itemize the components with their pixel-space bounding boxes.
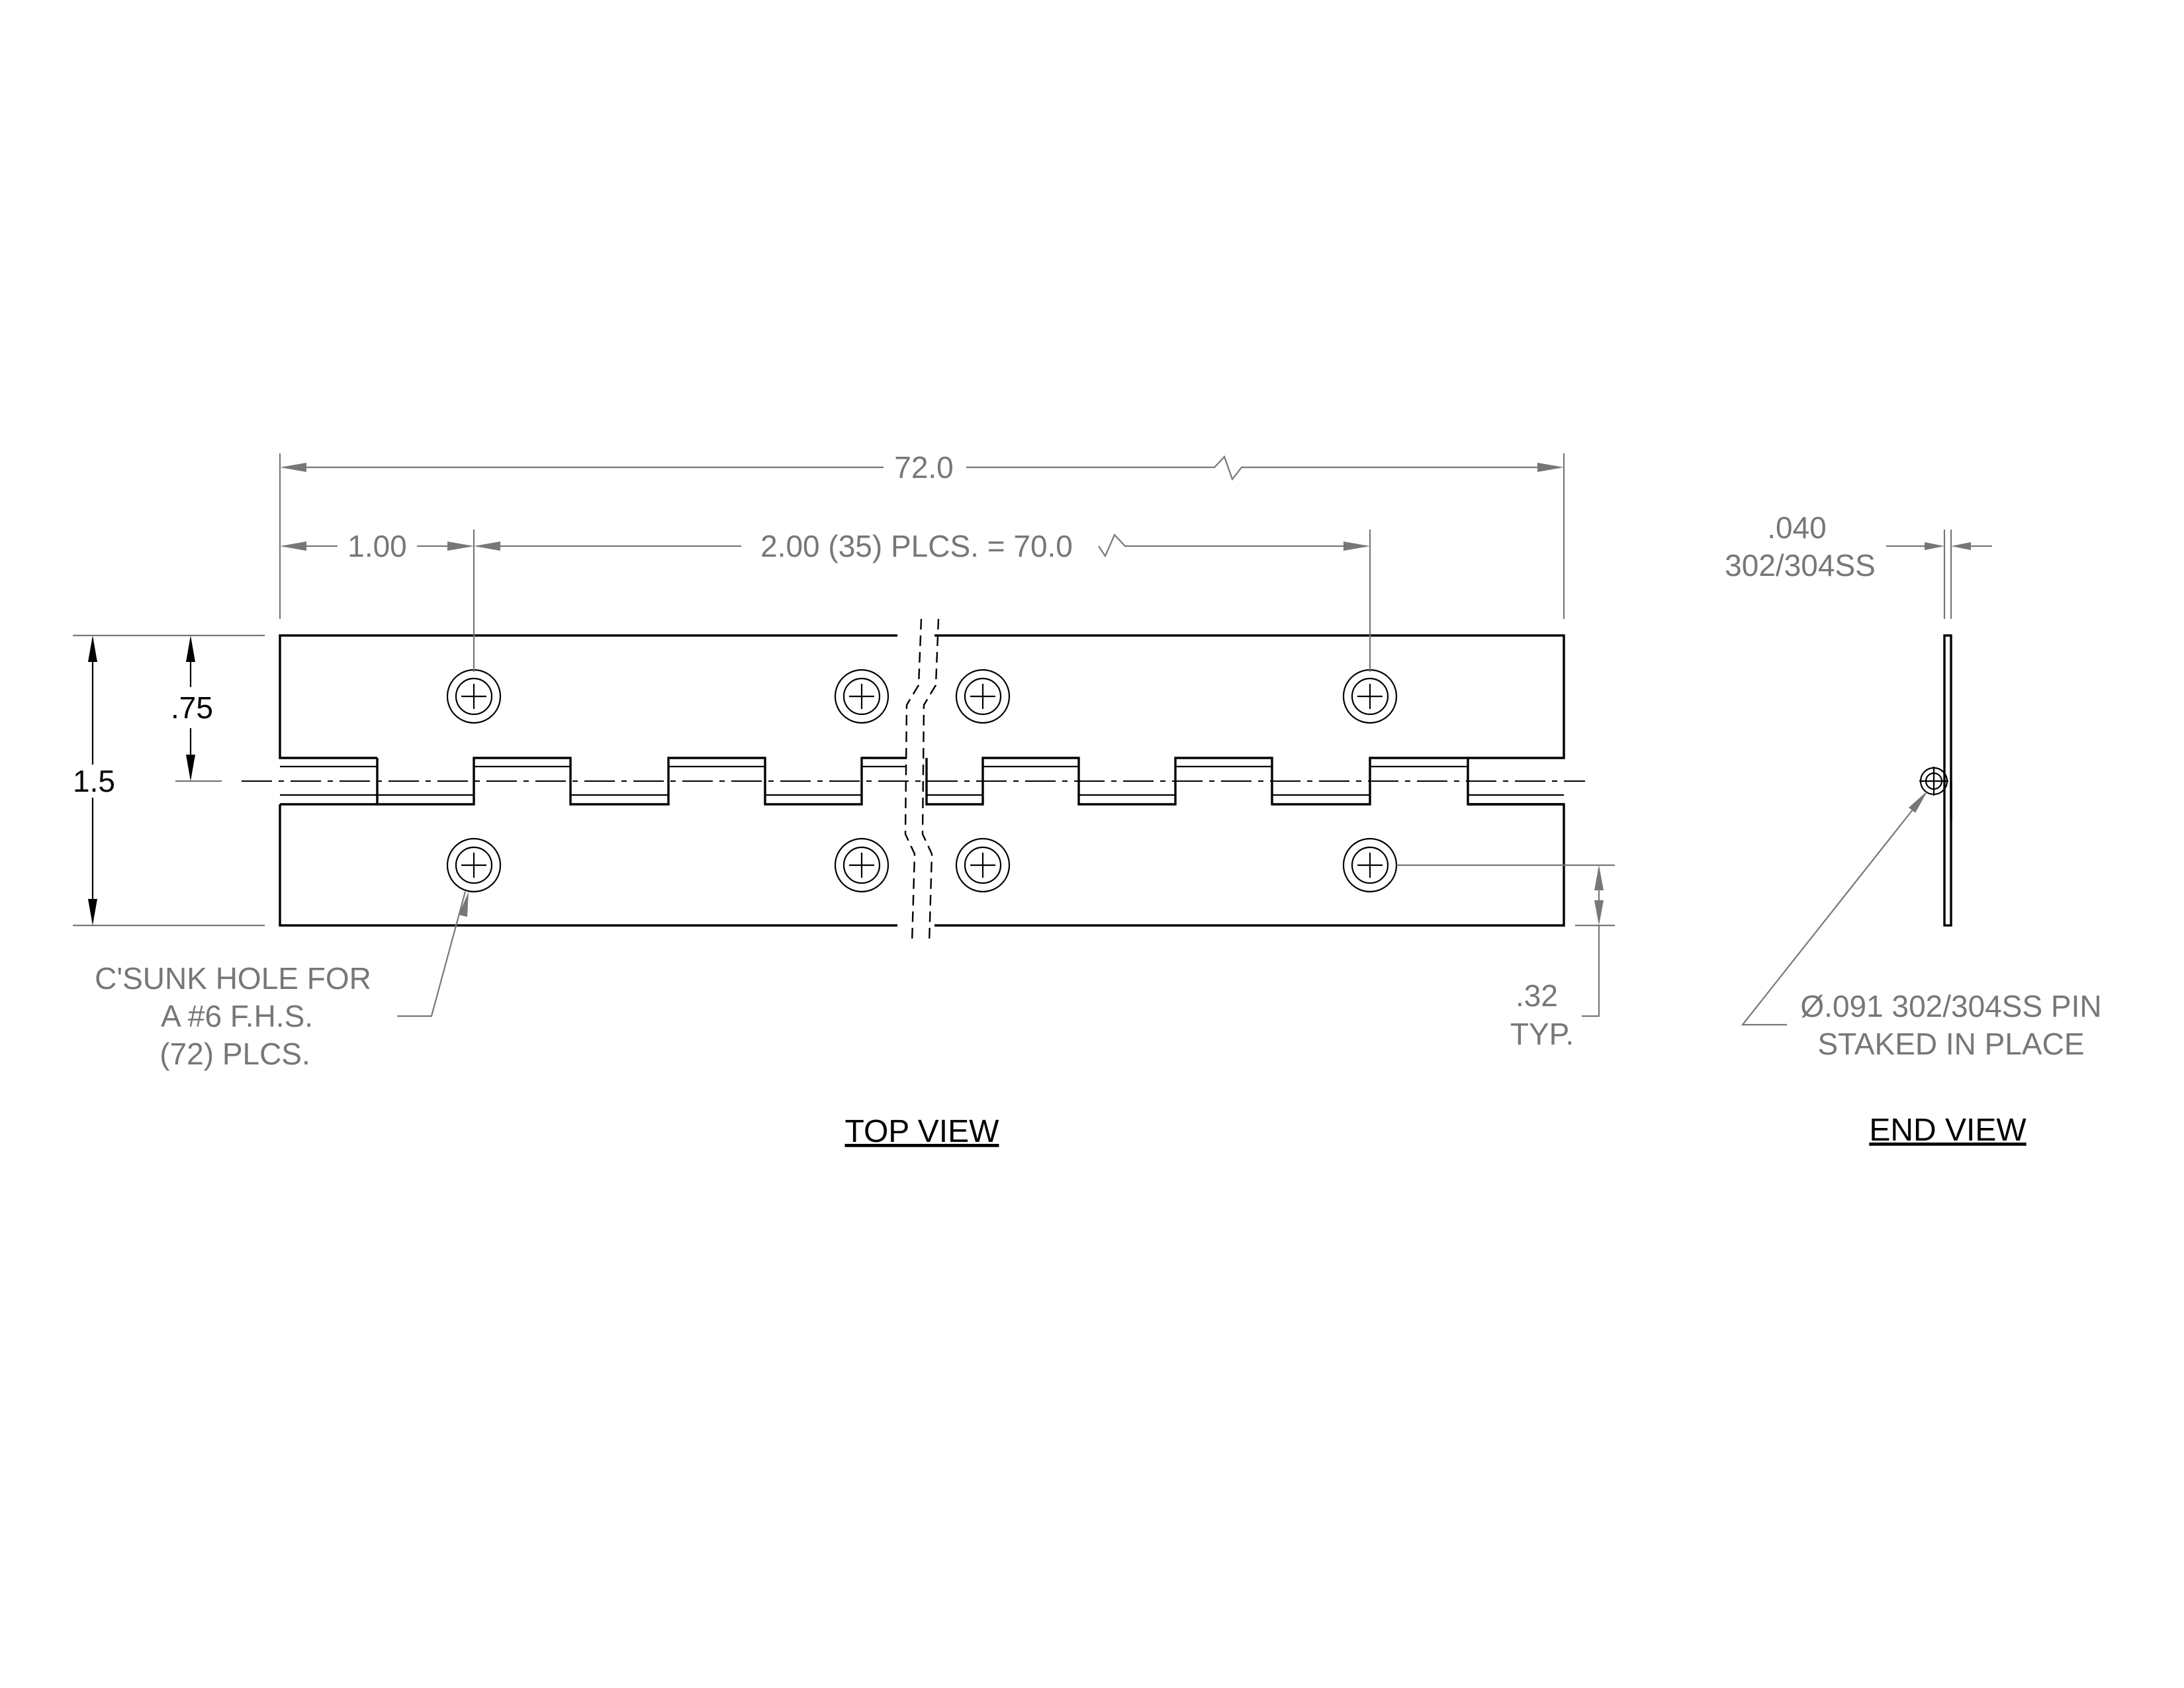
hole-callout: C'SUNK HOLE FOR A #6 F.H.S. (72) PLCS. [95, 891, 469, 1071]
pitch-callout-text: 2.00 (35) PLCS. = 70.0 [760, 529, 1073, 563]
top-view-title: TOP VIEW [845, 1114, 1000, 1149]
half-width-text: .75 [171, 690, 213, 725]
dimension-hole-offset: .32 TYP. [1396, 864, 1615, 1051]
countersunk-hole [1342, 669, 1398, 724]
top-view: 72.0 1.00 2.00 (35) PLCS. = 70.0 1.5 [73, 450, 1615, 1149]
overall-length-text: 72.0 [894, 450, 954, 485]
hole-callout-line1: C'SUNK HOLE FOR [95, 961, 371, 996]
edge-spacing-text: 1.00 [347, 529, 407, 563]
dimension-hole-spacing: 1.00 2.00 (35) PLCS. = 70.0 [280, 529, 1371, 672]
pin-callout: Ø.091 302/304SS PIN STAKED IN PLACE [1741, 790, 2102, 1061]
upper-leaf-left [279, 634, 897, 759]
countersunk-hole [446, 837, 502, 893]
pin-callout-line1: Ø.091 302/304SS PIN [1800, 989, 2101, 1023]
countersunk-hole [834, 837, 889, 893]
countersunk-hole [834, 669, 889, 724]
dimension-overall-length: 72.0 [279, 450, 1565, 619]
upper-leaf-right [934, 634, 1565, 759]
overall-width-text: 1.5 [73, 764, 115, 798]
lower-leaf-left [279, 804, 897, 927]
break-line-left [904, 618, 923, 944]
hole-callout-line2: A #6 F.H.S. [161, 999, 313, 1033]
knuckle-strip-left [280, 757, 907, 806]
break-line-right [921, 618, 940, 944]
hole-offset-typ: TYP. [1510, 1017, 1574, 1051]
thickness-material: 302/304SS [1725, 548, 1876, 583]
countersunk-hole [955, 837, 1011, 893]
knuckle-strip-right [925, 757, 1564, 806]
countersunk-hole [955, 669, 1011, 724]
end-view: .040 302/304SS Ø.091 302/304SS PIN STAKE… [1725, 510, 2101, 1148]
hole-callout-line3: (72) PLCS. [159, 1037, 310, 1071]
pin-callout-line2: STAKED IN PLACE [1817, 1027, 2084, 1061]
countersunk-hole [446, 669, 502, 724]
hole-offset-value: .32 [1516, 978, 1558, 1013]
thickness-value: .040 [1767, 510, 1827, 545]
dimension-thickness: .040 302/304SS [1725, 510, 1992, 619]
countersunk-hole [1342, 837, 1398, 893]
dimension-width: 1.5 .75 [73, 634, 265, 927]
end-view-title: END VIEW [1869, 1113, 2026, 1148]
